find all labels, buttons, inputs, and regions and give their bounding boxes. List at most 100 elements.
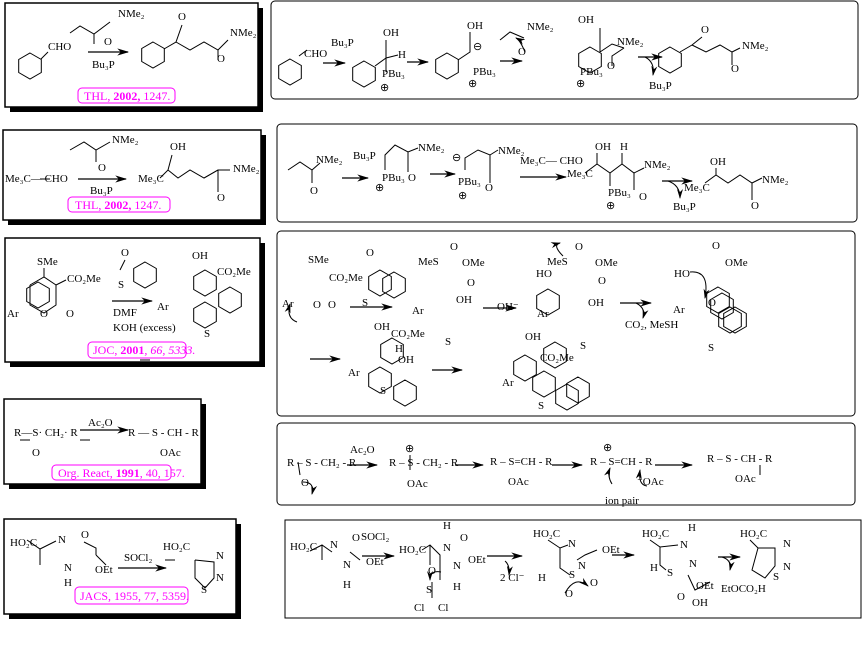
chem-label: OAc (508, 476, 529, 488)
chem-label: O (450, 241, 458, 253)
chem-label: S (667, 567, 673, 579)
chem-label: NMe₂ (316, 154, 343, 166)
benzene-ring (18, 52, 42, 80)
chem-label: O (301, 477, 309, 489)
chem-label: N (330, 539, 338, 551)
chem-label: ⊕ (603, 442, 612, 454)
chem-label: N (64, 562, 72, 574)
reference-joc: JOC, 2001, 66, 5333. (87, 341, 195, 359)
bond (687, 574, 711, 591)
curly-arrow (604, 467, 613, 485)
chem-label: HO₂C (642, 528, 669, 540)
chem-label: ⁻OAc (637, 476, 664, 488)
chem-label: 2 Cl⁻ (500, 572, 525, 584)
chem-label: N (216, 550, 224, 562)
chem-label: O (98, 162, 106, 174)
bond (559, 548, 571, 576)
chem-label: O (408, 172, 416, 184)
chem-label: H (64, 577, 72, 589)
chem-label: SOCl₂ (124, 552, 152, 564)
chem-label: NMe₂ (527, 21, 554, 33)
chem-label: ⊖ (473, 41, 482, 53)
chem-label: O (565, 588, 573, 600)
chem-label: R – S - CH - R (707, 453, 773, 465)
svg-text:THL, 2002, 1247.: THL, 2002, 1247. (75, 198, 161, 212)
curly-arrow (427, 570, 442, 581)
chem-label: Ar (412, 305, 424, 317)
chem-label: Ar (7, 308, 19, 320)
chem-label: O (712, 240, 720, 252)
chem-label: PBu₃ (473, 66, 496, 78)
bond (611, 47, 625, 66)
chem-label: ⊕ (405, 443, 414, 455)
chem-label: ⊕ (458, 190, 467, 202)
reference-org-react: Org. React, 1991, 40, 157. (51, 464, 185, 481)
chem-label: EtOCO₂H (721, 583, 766, 595)
chem-label: O (352, 532, 360, 544)
benzene-ring (193, 301, 217, 329)
benzene-ring (718, 306, 742, 334)
left-panel-frames (2, 2, 266, 619)
chem-label: N (568, 538, 576, 550)
chem-label: O (751, 200, 759, 212)
reference-jacs: JACS, 1955, 77, 5359. (74, 586, 189, 605)
chem-label: H (538, 572, 546, 584)
bond (649, 539, 679, 548)
benzene-ring (380, 337, 404, 365)
chem-label: Cl (414, 602, 424, 614)
chem-label: N (783, 538, 791, 550)
curly-arrow (564, 577, 589, 594)
chem-label: OH⁻ (497, 301, 519, 313)
right-panel-frames (270, 0, 862, 619)
chem-label: N (216, 572, 224, 584)
curly-arrow (550, 242, 564, 257)
chem-label: H (688, 522, 696, 534)
chem-label: O (575, 241, 583, 253)
chem-label: HO₂C (10, 537, 37, 549)
bond (95, 554, 107, 566)
chem-label: S (118, 279, 124, 291)
chem-label: O (598, 275, 606, 287)
bond (499, 31, 525, 41)
chem-label: Bu₃P (92, 59, 115, 71)
benzene-ring (368, 366, 392, 394)
bond (374, 40, 387, 67)
benzene-ring (193, 269, 217, 297)
chem-label: Cl (438, 602, 448, 614)
bond (55, 279, 67, 286)
bond (679, 36, 703, 53)
curly-arrow (635, 469, 648, 487)
benzene-ring (532, 370, 556, 398)
chem-label: Ac₂O (88, 417, 113, 429)
chem-label: S (773, 571, 779, 583)
chem-label: H (398, 49, 406, 61)
chem-label: O (217, 192, 225, 204)
chem-label: NMe₂ (112, 134, 139, 146)
chem-label: O (32, 447, 40, 459)
benzene-ring (566, 376, 590, 404)
bond (69, 141, 111, 151)
chem-label: S (362, 297, 368, 309)
bond (40, 51, 49, 60)
benzene-ring (218, 286, 242, 314)
chem-label: Ar (282, 298, 294, 310)
chem-label: OEt (602, 544, 620, 556)
chem-label: Bu₃P (90, 185, 113, 197)
chem-label: R — S - CH - R (128, 427, 200, 439)
chem-label: NMe₂ (762, 174, 789, 186)
chem-label: OMe (462, 257, 485, 269)
chem-label: Me₃C— CHO (520, 155, 583, 167)
chem-label: NMe₂ (230, 27, 257, 39)
curly-arrow (721, 556, 735, 571)
chem-label: ⊕ (380, 82, 389, 94)
chem-label: Me₃C (138, 173, 164, 185)
reference-thl-2: THL, 2002, 1247. (67, 196, 171, 213)
chem-label: R – S=CH - R (590, 456, 653, 468)
benzene-ring (658, 46, 682, 74)
bond (297, 461, 301, 476)
chem-label: NMe₂ (742, 40, 769, 52)
chem-label: OH (710, 156, 726, 168)
